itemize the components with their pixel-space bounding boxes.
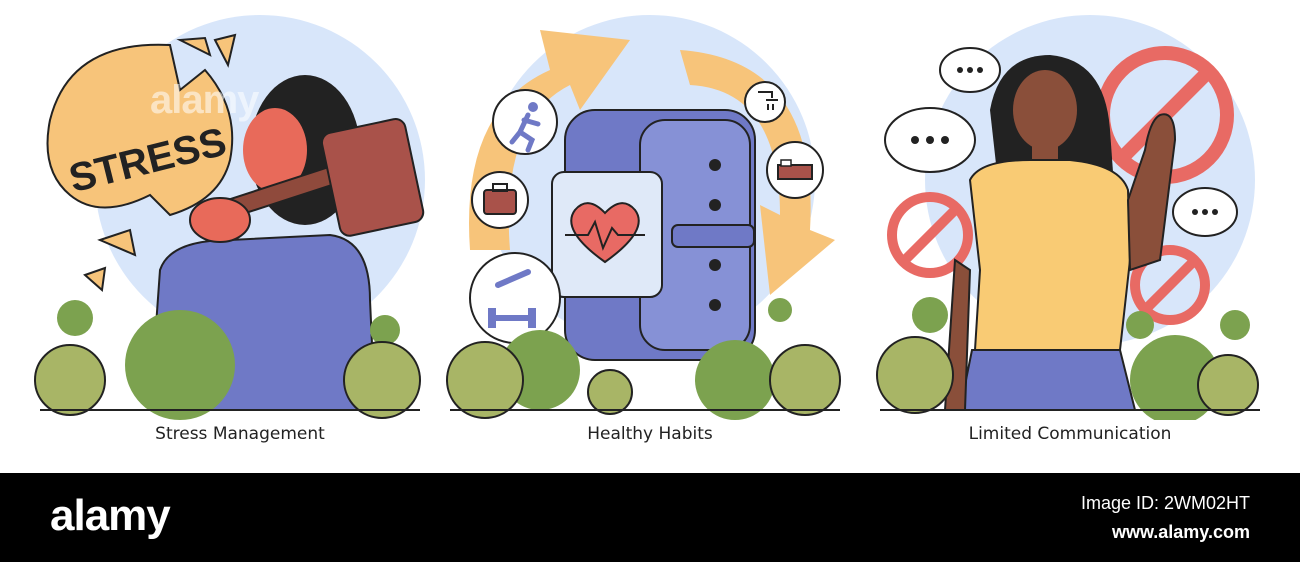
dumbbell-icon (469, 252, 561, 344)
watermark: alamy (150, 78, 259, 122)
bed-icon (766, 141, 824, 199)
caption-limited-communication: Limited Communication (968, 424, 1172, 444)
stress-management-illustration: STRESS (34, 15, 425, 420)
footer-bar: alamy Image ID: 2WM02HT www.alamy.com (0, 473, 1300, 562)
alamy-logo: alamy (50, 491, 171, 540)
panel-limited-communication: Limited Communication (860, 0, 1280, 473)
panel-healthy-habits: Healthy Habits (440, 0, 860, 473)
panel-stress-management: STRESS alamy Stress Management (30, 0, 450, 473)
site-url[interactable]: www.alamy.com (1111, 522, 1250, 542)
briefcase-icon (471, 171, 529, 229)
healthy-habits-illustration (446, 15, 841, 420)
shower-icon (744, 81, 786, 123)
image-meta: Image ID: 2WM02HT www.alamy.com (1081, 493, 1250, 543)
caption-stress-management: Stress Management (155, 424, 325, 444)
limited-communication-illustration (876, 15, 1260, 420)
speech-bubble-icon (884, 47, 1238, 237)
running-person-icon (492, 89, 558, 155)
heart-rate-icon (565, 202, 645, 264)
image-id: Image ID: 2WM02HT (1080, 493, 1250, 513)
illustration-stage: STRESS alamy Stress Management (30, 0, 1280, 473)
caption-healthy-habits: Healthy Habits (587, 424, 713, 444)
